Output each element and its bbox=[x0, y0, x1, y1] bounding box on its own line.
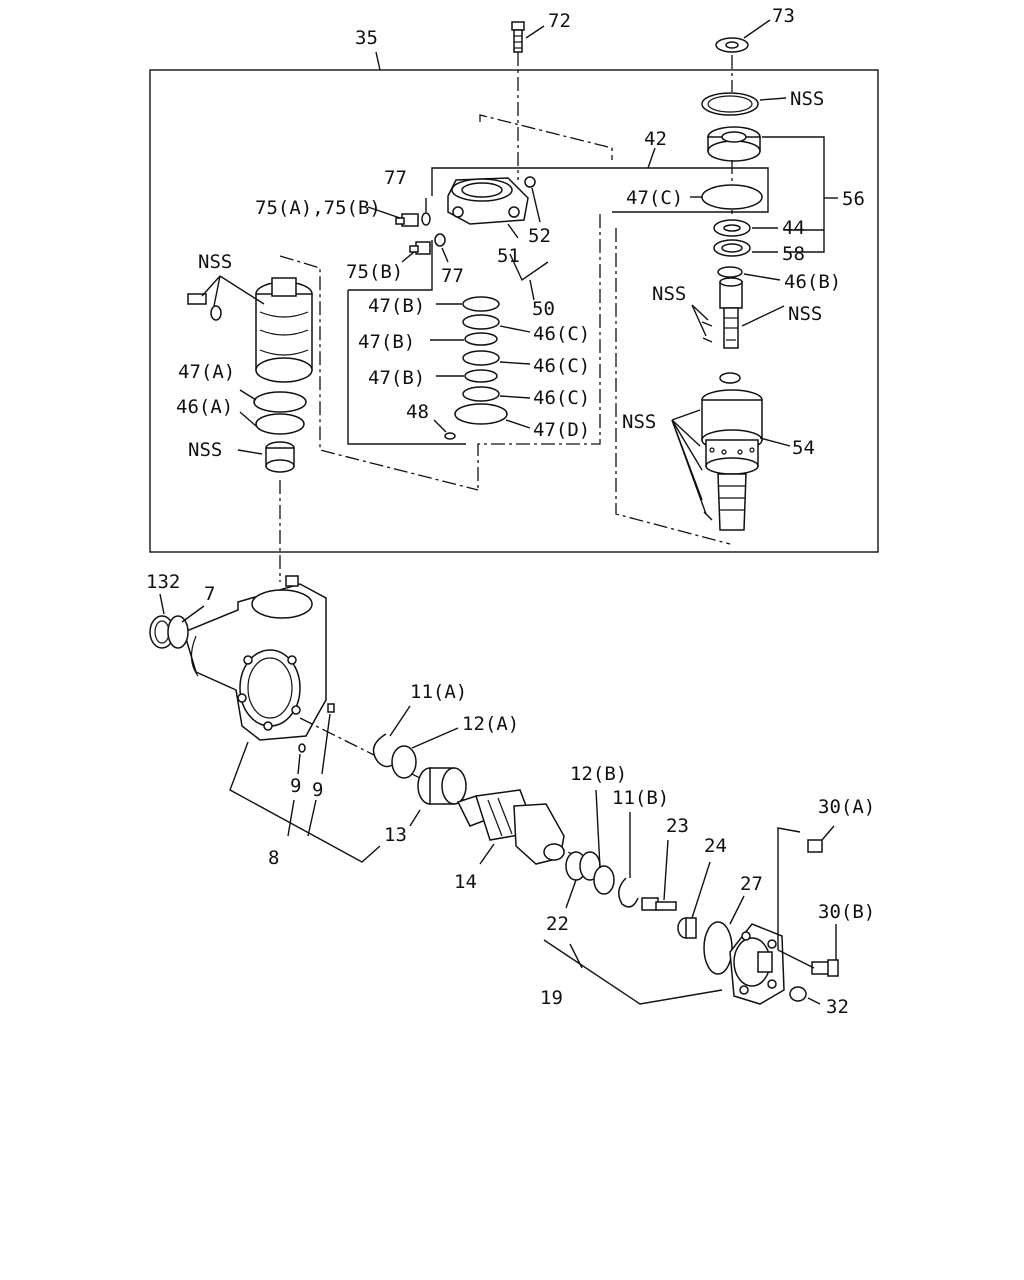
label-27: 27 bbox=[740, 873, 763, 895]
label-nss-valve: NSS bbox=[652, 283, 686, 305]
label-14: 14 bbox=[454, 871, 477, 893]
label-13: 13 bbox=[384, 824, 407, 846]
bleeder-9-icon bbox=[327, 703, 335, 713]
label-132: 132 bbox=[146, 571, 180, 593]
race-58-icon bbox=[713, 239, 751, 257]
label-nss-rotor: NSS bbox=[622, 411, 656, 433]
washer-73-icon bbox=[715, 37, 749, 53]
label-58: 58 bbox=[782, 243, 805, 265]
bearing-13-icon bbox=[417, 767, 467, 805]
gear-housing-icon bbox=[183, 575, 327, 741]
label-54: 54 bbox=[792, 437, 815, 459]
label-11b: 11(B) bbox=[612, 787, 669, 809]
seal-12a-icon bbox=[391, 745, 417, 779]
label-52: 52 bbox=[528, 225, 551, 247]
gasket-27-icon bbox=[703, 921, 733, 975]
label-9-a: 9 bbox=[290, 775, 301, 797]
label-75b: 75(B) bbox=[346, 261, 403, 283]
label-47b-2: 47(B) bbox=[358, 331, 415, 353]
label-75ab: 75(A),75(B) bbox=[255, 197, 381, 219]
o-ring-47a-icon bbox=[253, 391, 307, 413]
label-nss-left: NSS bbox=[198, 251, 232, 273]
label-77-b: 77 bbox=[441, 265, 464, 287]
bolt-72-icon bbox=[511, 21, 525, 53]
seal-12b-icon bbox=[593, 865, 615, 895]
label-73: 73 bbox=[772, 5, 795, 27]
label-46b: 46(B) bbox=[784, 271, 841, 293]
nut-32-icon bbox=[789, 986, 807, 1002]
adjusting-screw-23-icon bbox=[641, 897, 677, 911]
label-56: 56 bbox=[842, 188, 865, 210]
side-cover-icon bbox=[729, 923, 785, 1005]
label-9-b: 9 bbox=[312, 779, 323, 801]
valve-spool-icon bbox=[719, 277, 743, 349]
snap-ring-11b-icon bbox=[618, 877, 639, 908]
bearing-44-icon bbox=[713, 219, 751, 237]
ring-46a-icon bbox=[255, 413, 305, 435]
ring-46b-icon bbox=[717, 266, 743, 278]
label-23: 23 bbox=[666, 815, 689, 837]
label-12b: 12(B) bbox=[570, 763, 627, 785]
washer-77-icon bbox=[421, 212, 431, 226]
label-30b: 30(B) bbox=[818, 901, 875, 923]
label-30a: 30(A) bbox=[818, 796, 875, 818]
label-22: 22 bbox=[546, 913, 569, 935]
label-46a: 46(A) bbox=[176, 396, 233, 418]
sector-shaft-icon bbox=[456, 789, 565, 865]
screw-icon bbox=[187, 293, 222, 321]
ring-7-icon bbox=[167, 615, 189, 649]
label-47b-1: 47(B) bbox=[368, 295, 425, 317]
label-19: 19 bbox=[540, 987, 563, 1009]
assembly-frame-35 bbox=[149, 69, 879, 553]
label-47d: 47(D) bbox=[533, 419, 590, 441]
rack-end-icon bbox=[265, 441, 295, 473]
label-44: 44 bbox=[782, 217, 805, 239]
pin-icon bbox=[702, 337, 713, 343]
label-46c-2: 46(C) bbox=[533, 355, 590, 377]
seal-nss-top-icon bbox=[701, 92, 759, 116]
label-7: 7 bbox=[204, 583, 215, 605]
label-nss-valve-2: NSS bbox=[788, 303, 822, 325]
fitting-52-icon bbox=[524, 176, 536, 188]
label-72: 72 bbox=[548, 10, 571, 32]
label-24: 24 bbox=[704, 835, 727, 857]
label-nss-left-2: NSS bbox=[188, 439, 222, 461]
label-47b-3: 47(B) bbox=[368, 367, 425, 389]
label-11a: 11(A) bbox=[410, 681, 467, 703]
label-12a: 12(A) bbox=[462, 713, 519, 735]
plug-9-icon bbox=[298, 743, 306, 753]
washer-77b-icon bbox=[434, 233, 446, 247]
label-nss-top: NSS bbox=[790, 88, 824, 110]
label-48: 48 bbox=[406, 401, 429, 423]
pin-icon bbox=[701, 321, 713, 327]
label-42: 42 bbox=[644, 128, 667, 150]
label-77-a: 77 bbox=[384, 167, 407, 189]
label-47a: 47(A) bbox=[178, 361, 235, 383]
bolt-30a-icon bbox=[807, 839, 823, 853]
nut-24-icon bbox=[677, 917, 697, 939]
label-8: 8 bbox=[268, 847, 279, 869]
piston-icon bbox=[255, 277, 313, 383]
fitting-75b-icon bbox=[409, 241, 431, 255]
label-35: 35 bbox=[355, 27, 378, 49]
ball-48-icon bbox=[444, 432, 456, 440]
bolt-30b-icon bbox=[811, 959, 839, 977]
label-50: 50 bbox=[532, 298, 555, 320]
adjuster-cap-icon bbox=[707, 126, 761, 162]
label-46c-3: 46(C) bbox=[533, 387, 590, 409]
ring-stack-icon bbox=[454, 296, 508, 425]
pin-icon bbox=[703, 511, 713, 521]
fitting-75ab-icon bbox=[395, 213, 419, 227]
worm-rotor-54-icon bbox=[701, 389, 763, 531]
label-47c: 47(C) bbox=[626, 187, 683, 209]
label-46c-1: 46(C) bbox=[533, 323, 590, 345]
label-32: 32 bbox=[826, 996, 849, 1018]
ring-icon bbox=[719, 372, 741, 384]
label-51: 51 bbox=[497, 245, 520, 267]
valve-housing-51-icon bbox=[447, 177, 529, 225]
o-ring-47c-icon bbox=[701, 184, 763, 210]
